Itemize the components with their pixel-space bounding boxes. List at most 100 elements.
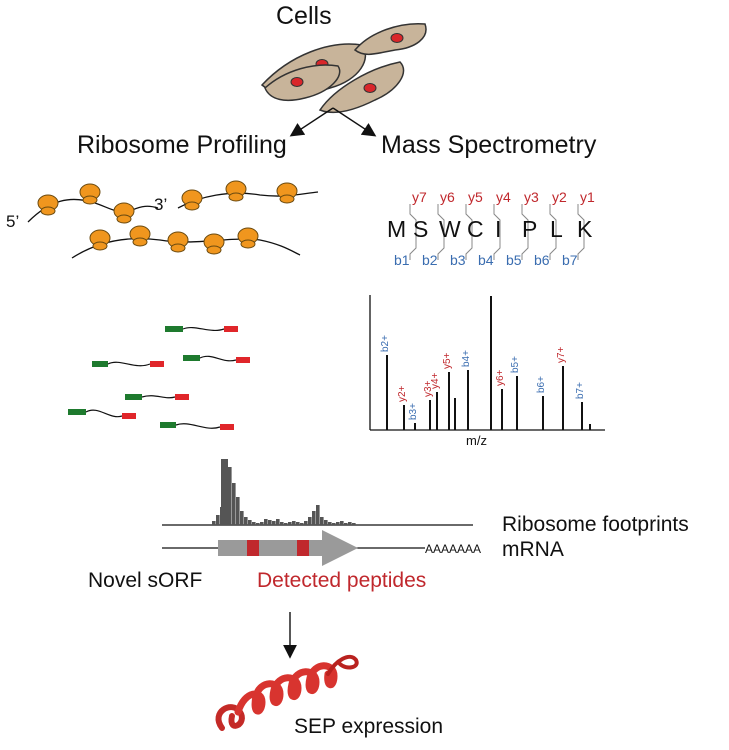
sequence-residue: C: [467, 216, 484, 242]
histogram-bar: [276, 519, 280, 525]
y-ion-label: y1: [580, 189, 595, 205]
poly-a-tail-label: AAAAAAA: [425, 542, 482, 556]
read-4: [125, 394, 189, 400]
histogram-bar: [232, 483, 236, 525]
y-ion-label: y6: [440, 189, 455, 205]
histogram-bar: [336, 522, 340, 525]
histogram-bar: [268, 520, 272, 525]
cells-illustration: [260, 23, 427, 114]
b-ion-label: b7: [562, 252, 578, 268]
histogram-bar: [228, 467, 232, 525]
peak-label: b6+: [536, 376, 547, 393]
peptide-mark-2: [297, 540, 309, 556]
sequence-residue: S: [413, 216, 429, 242]
read-6: [160, 422, 234, 430]
histogram-bar: [244, 517, 248, 525]
y-ion-label: y2: [552, 189, 567, 205]
b-ion-label: b2: [422, 252, 438, 268]
histogram-bar: [328, 522, 332, 525]
histogram-bar: [252, 522, 256, 525]
histogram-bar: [260, 522, 264, 525]
novel-sorf-label: Novel sORF: [88, 569, 203, 592]
histogram-bar: [292, 521, 296, 525]
histogram-bar: [296, 522, 300, 525]
y-ion-label: y5: [468, 189, 483, 205]
peptide-mark-1: [247, 540, 259, 556]
sep-protein-structure: [215, 654, 359, 731]
split-arrows: [289, 107, 377, 137]
sequence-residue: P: [522, 216, 538, 242]
peak-label: b7+: [575, 382, 586, 399]
five-prime-label: 5’: [6, 212, 20, 231]
histogram-bar: [256, 523, 260, 525]
read-2: [92, 361, 164, 367]
footprint-histogram: [162, 459, 473, 526]
ribosome-profiling-label: Ribosome Profiling: [77, 131, 287, 159]
ms-spectrum: [369, 295, 605, 431]
mrna-label: mRNA: [502, 538, 564, 561]
peak-label: b4+: [461, 350, 472, 367]
histogram-bar: [316, 505, 320, 525]
histogram-bar: [320, 517, 324, 525]
cells-label: Cells: [276, 2, 332, 30]
mz-axis-label: m/z: [466, 433, 487, 448]
sequence-residue: L: [550, 216, 563, 242]
histogram-bar: [284, 523, 288, 525]
peak-label: b5+: [510, 356, 521, 373]
b-ion-label: b6: [534, 252, 550, 268]
peak-label: y2+: [397, 385, 408, 402]
b-ion-label: b3: [450, 252, 466, 268]
histogram-bar: [308, 517, 312, 525]
histogram-bar: [280, 522, 284, 525]
histogram-bar: [332, 523, 336, 525]
sep-expression-label: SEP expression: [294, 715, 444, 738]
mrna-track: [162, 530, 425, 566]
histogram-bar: [312, 511, 316, 525]
read-1: [165, 326, 238, 332]
histogram-bar: [272, 521, 276, 525]
histogram-bar: [348, 522, 352, 525]
read-3: [183, 355, 250, 363]
detected-peptides-label: Detected peptides: [257, 569, 427, 592]
peak-label: b2+: [380, 335, 391, 352]
histogram-bar: [324, 520, 328, 525]
histogram-bar: [344, 523, 348, 525]
histogram-bar: [300, 523, 304, 525]
sequence-residue: K: [577, 216, 593, 242]
ribosome-footprints-label: Ribosome footprints: [502, 513, 689, 536]
read-5: [68, 409, 136, 419]
b-ion-label: b4: [478, 252, 494, 268]
histogram-bar: [212, 521, 216, 525]
histogram-bar: [264, 519, 268, 525]
histogram-bar: [288, 522, 292, 525]
peak-label: y4+: [430, 372, 441, 389]
footprint-reads: [68, 326, 250, 430]
histogram-bar: [304, 521, 308, 525]
y-ion-label: y4: [496, 189, 511, 205]
mass-spectrometry-label: Mass Spectrometry: [381, 131, 597, 159]
sequence-residue: I: [495, 216, 502, 242]
polysome-illustration: [27, 180, 319, 259]
b-ion-label: b5: [506, 252, 522, 268]
y-ion-label: y3: [524, 189, 539, 205]
histogram-bar: [248, 520, 252, 525]
y-ion-label: y7: [412, 189, 427, 205]
sorf-arrow: [218, 530, 358, 566]
peak-label: y6+: [495, 369, 506, 386]
fragmentation-brackets: [409, 204, 585, 260]
histogram-bar: [221, 459, 228, 525]
histogram-bar: [236, 497, 240, 525]
histogram-bar: [216, 515, 220, 525]
sequence-residue: W: [439, 216, 461, 242]
b-ion-label: b1: [394, 252, 410, 268]
peak-label: y7+: [556, 346, 567, 363]
three-prime-label: 3’: [154, 195, 168, 214]
histogram-bar: [240, 511, 244, 525]
sequence-residue: M: [387, 216, 407, 242]
histogram-bar: [352, 523, 356, 525]
peak-label: b3+: [408, 403, 419, 420]
peak-label: y5+: [442, 352, 453, 369]
histogram-bar: [340, 521, 344, 525]
